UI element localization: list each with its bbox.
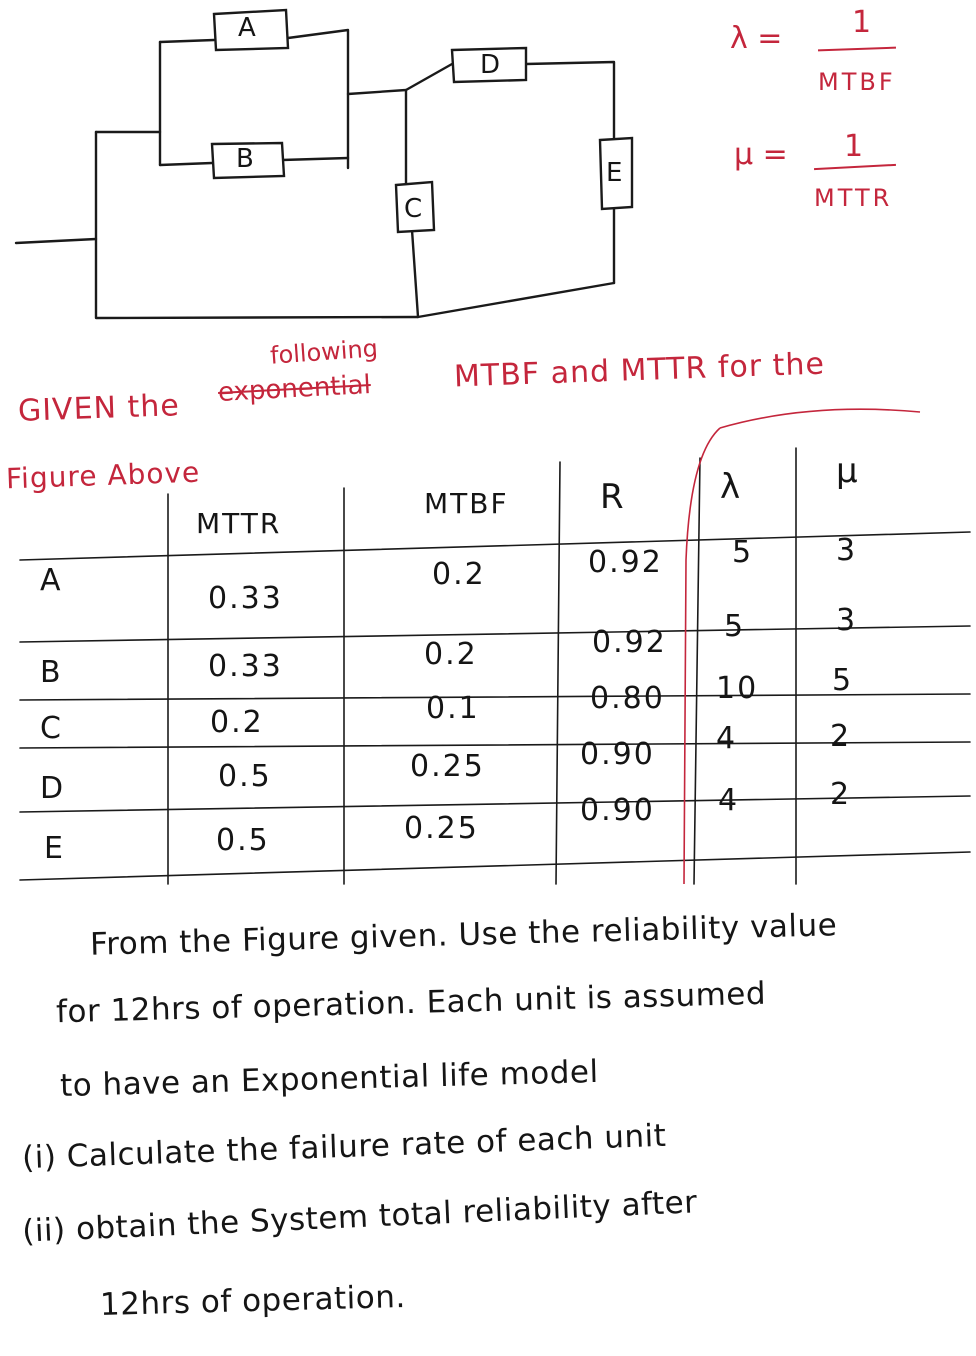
lambda-numerator: 1 xyxy=(852,5,872,40)
unit-label: C xyxy=(40,711,63,746)
mtbf-value: 0.25 xyxy=(404,811,479,846)
lambda-value: 5 xyxy=(724,609,746,644)
block-b-label: B xyxy=(236,144,254,174)
reliability-block-diagram: A B D C E xyxy=(0,0,976,330)
header-mttr: MTTR xyxy=(196,507,282,540)
mttr-value: 0.33 xyxy=(208,581,283,616)
unit-label: B xyxy=(40,655,63,690)
question-i: (i) Calculate the failure rate of each u… xyxy=(21,1117,667,1177)
lambda-equals: λ = xyxy=(730,21,783,56)
mttr-value: 0.2 xyxy=(210,705,264,740)
mtbf-value: 0.2 xyxy=(432,557,486,592)
mu-value: 3 xyxy=(836,603,858,638)
header-mu: μ xyxy=(836,451,860,491)
block-d-label: D xyxy=(480,50,501,80)
r-value: 0.92 xyxy=(592,625,667,660)
mu-value: 2 xyxy=(830,777,852,812)
lambda-value: 5 xyxy=(732,535,754,570)
problem-line-2: for 12hrs of operation. Each unit is ass… xyxy=(55,975,767,1031)
mu-value: 3 xyxy=(836,533,858,568)
mtbf-value: 0.25 xyxy=(410,749,485,784)
r-value: 0.90 xyxy=(580,793,655,828)
unit-label: D xyxy=(40,771,66,806)
mtbf-value: 0.2 xyxy=(424,637,478,672)
mu-value: 5 xyxy=(832,663,854,698)
diagram-wiring xyxy=(14,8,634,320)
mttr-value: 0.5 xyxy=(216,823,270,858)
header-r: R xyxy=(600,477,626,517)
unit-label: E xyxy=(44,831,65,866)
lambda-value: 4 xyxy=(718,783,740,818)
unit-label: A xyxy=(40,563,63,598)
problem-line-1: From the Figure given. Use the reliabili… xyxy=(89,907,838,963)
mttr-value: 0.33 xyxy=(208,649,283,684)
block-c-label: C xyxy=(404,194,423,224)
r-value: 0.80 xyxy=(590,681,665,716)
mu-value: 2 xyxy=(830,719,852,754)
lambda-value: 10 xyxy=(716,671,759,706)
mu-equals: μ = xyxy=(734,137,788,172)
block-e-label: E xyxy=(606,158,623,188)
table-grid-lines xyxy=(19,408,971,885)
problem-line-6: 12hrs of operation. xyxy=(99,1279,407,1323)
mu-denominator: MTTR xyxy=(814,184,893,212)
mu-numerator: 1 xyxy=(844,129,864,164)
r-value: 0.90 xyxy=(580,737,655,772)
mttr-value: 0.5 xyxy=(218,759,272,794)
lambda-denominator: MTBF xyxy=(818,68,896,96)
header-lambda: λ xyxy=(720,467,743,507)
header-mtbf: MTBF xyxy=(424,487,509,520)
r-value: 0.92 xyxy=(588,545,663,580)
lambda-value: 4 xyxy=(716,721,738,756)
problem-line-3: to have an Exponential life model xyxy=(59,1053,600,1105)
question-ii: (ii) obtain the System total reliability… xyxy=(21,1184,699,1250)
mtbf-value: 0.1 xyxy=(426,691,480,726)
block-a-label: A xyxy=(238,13,256,43)
